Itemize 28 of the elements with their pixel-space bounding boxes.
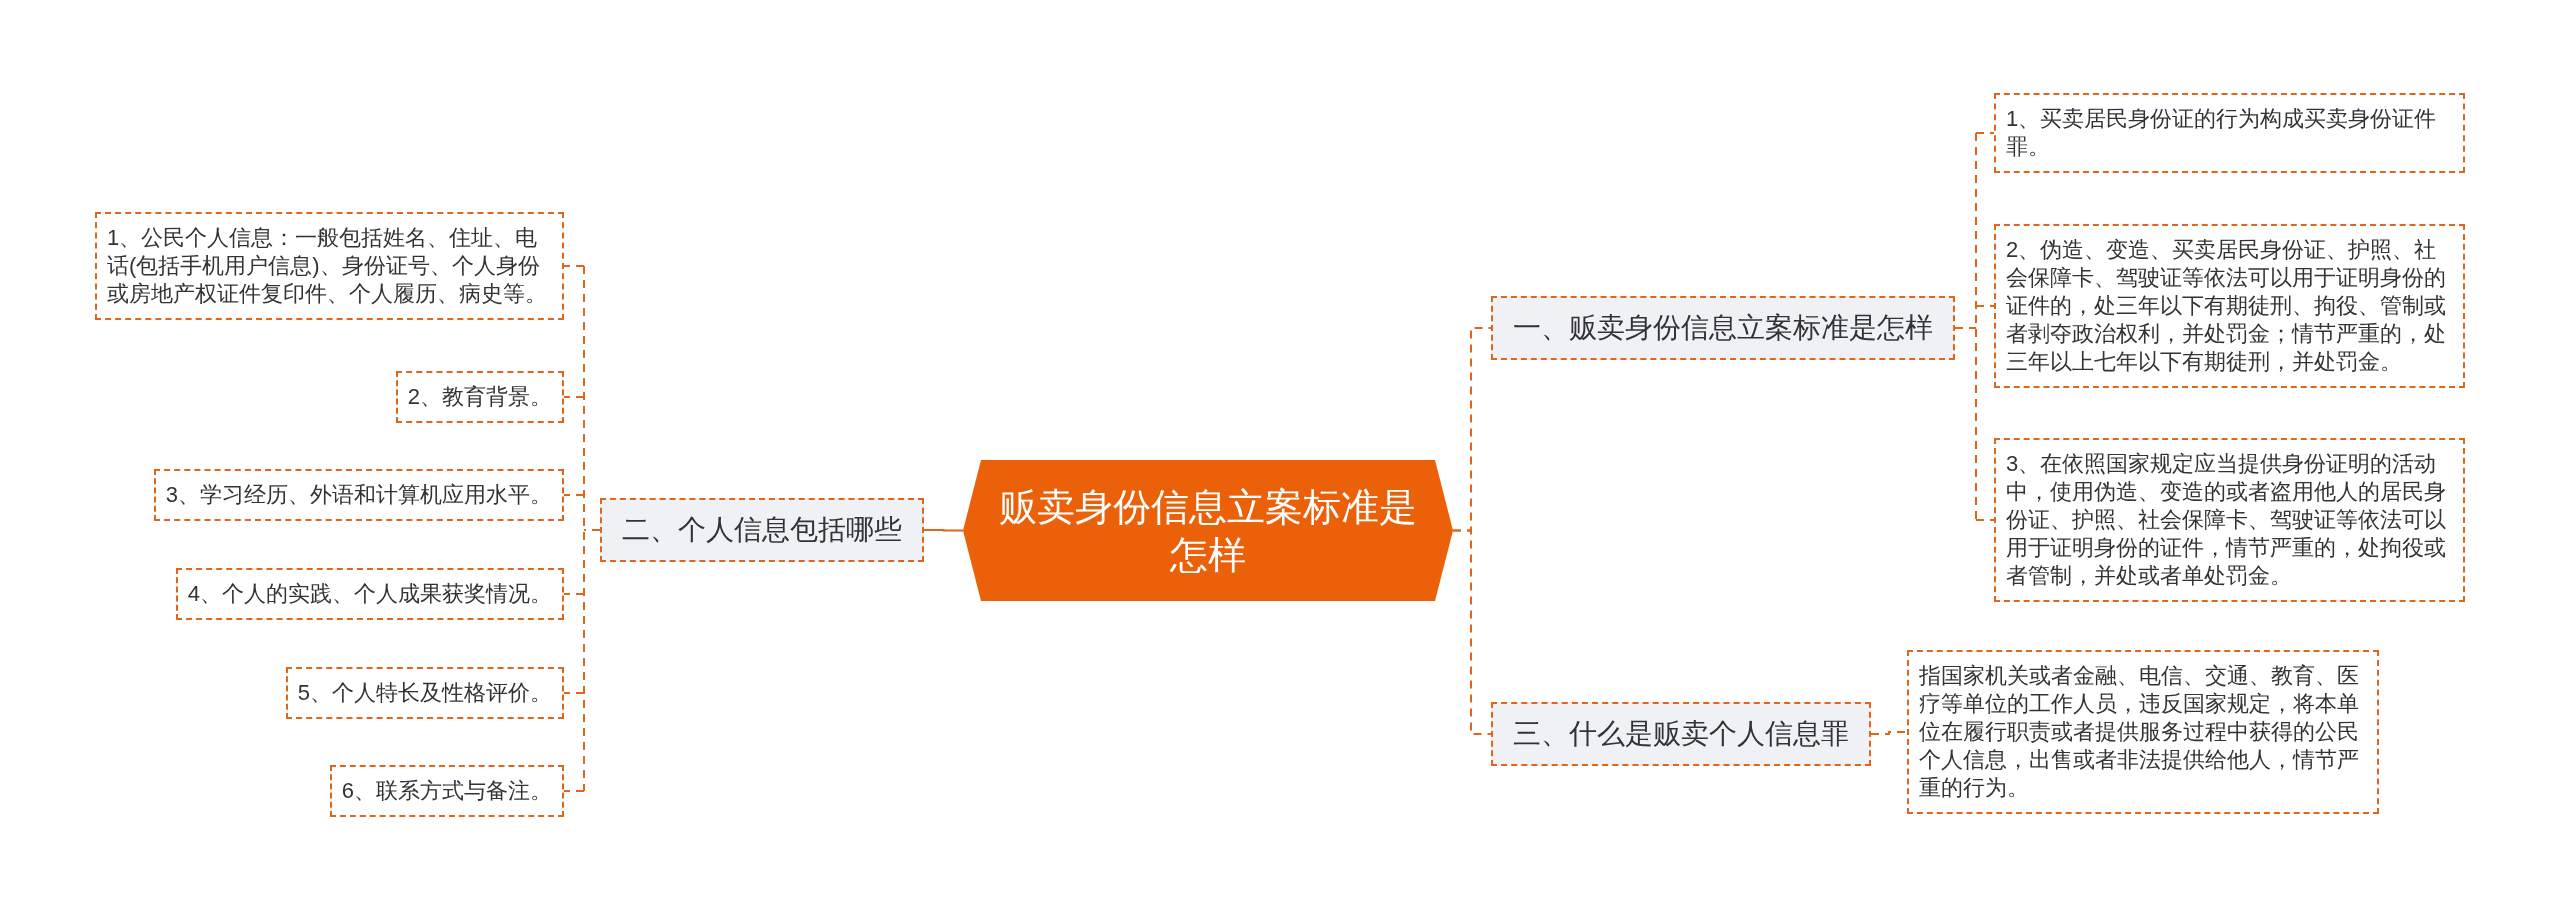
detail-note: 1、公民个人信息：一般包括姓名、住址、电话(包括手机用户信息)、身份证号、个人身份或房地产权证件复印件、个人履历、病史等。: [95, 212, 564, 320]
connector-line: [1954, 132, 1977, 521]
connector-line: [563, 265, 585, 267]
detail-note: 指国家机关或者金融、电信、交通、教育、医疗等单位的工作人员，违反国家规定，将本单位在履行职责或者提供服务过程中获得的公民个人信息，出售或者非法提供给他人，情节严重的行为。: [1907, 650, 2379, 814]
connector-line: [1452, 529, 1492, 735]
detail-note: 5、个人特长及性格评价。: [285, 667, 564, 719]
detail-note: 2、教育背景。: [395, 371, 564, 423]
detail-note: 4、个人的实践、个人成果获奖情况。: [175, 568, 564, 620]
connector-line: [563, 494, 585, 496]
connector-line: [583, 265, 601, 792]
connector-line: [1975, 305, 1995, 307]
central-topic: 贩卖身份信息立案标准是怎样: [963, 460, 1453, 601]
connector-line: [563, 790, 585, 792]
connector-line: [1870, 731, 1908, 735]
detail-note: 2、伪造、变造、买卖居民身份证、护照、社会保障卡、驾驶证等依法可以用于证明身份的证件的，处三年以下有期徒刑、拘役、管制或者剥夺政治权利，并处罚金；情节严重的，处三年以上七年以下有期徒刑，并处罚金。: [1994, 224, 2465, 388]
detail-note: 3、在依照国家规定应当提供身份证明的活动中，使用伪造、变造的或者盗用他人的居民身份证、护照、社会保障卡、驾驶证等依法可以用于证明身份的证件，情节严重的，处拘役或者管制，并处或者单处罚金。: [1994, 438, 2465, 602]
connector-line: [563, 396, 585, 398]
connector-line: [923, 529, 964, 532]
detail-note: 6、联系方式与备注。: [329, 765, 564, 817]
detail-note: 3、学习经历、外语和计算机应用水平。: [153, 469, 564, 521]
branch-topic: 三、什么是贩卖个人信息罪: [1491, 702, 1871, 766]
connector-line: [1975, 519, 1995, 521]
branch-topic: 一、贩卖身份信息立案标准是怎样: [1491, 296, 1955, 360]
detail-note: 1、买卖居民身份证的行为构成买卖身份证件罪。: [1994, 93, 2465, 173]
connector-line: [1975, 132, 1995, 134]
connector-line: [563, 692, 585, 694]
branch-topic: 二、个人信息包括哪些: [600, 498, 924, 562]
connector-line: [563, 593, 585, 595]
